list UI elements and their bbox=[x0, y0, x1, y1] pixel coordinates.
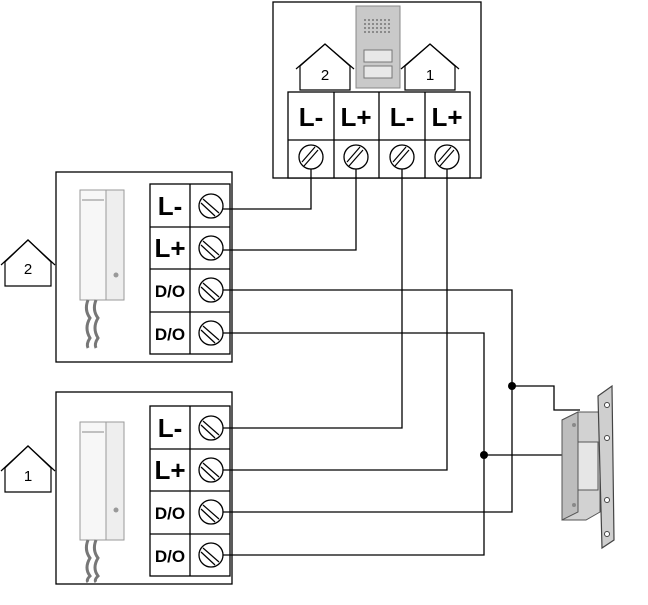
door-station: 2 1 L- L+ L- L+ bbox=[272, 1, 482, 179]
junction-dot bbox=[480, 451, 488, 459]
house-icon bbox=[400, 43, 460, 91]
wire-top-l-minus bbox=[223, 169, 312, 210]
house-number-left: 2 bbox=[321, 67, 329, 84]
screw-icon bbox=[298, 144, 324, 170]
screw-icon bbox=[198, 235, 224, 261]
wire-bottom-l-minus bbox=[223, 169, 403, 429]
handset-icon bbox=[79, 189, 125, 349]
house-number-bottom: 1 bbox=[24, 468, 32, 485]
screw-icon bbox=[198, 457, 224, 483]
handset-terminal-label: D/O bbox=[155, 282, 185, 301]
handset-terminal-label: D/O bbox=[155, 325, 185, 344]
wire-do-bus-b bbox=[223, 332, 485, 556]
screw-icon bbox=[198, 277, 224, 303]
wire-bottom-l-plus bbox=[223, 169, 448, 471]
house-icon bbox=[0, 445, 56, 493]
wire-do-bus-a bbox=[223, 289, 513, 513]
screw-icon bbox=[198, 320, 224, 346]
door-terminal-label: L- bbox=[299, 102, 324, 132]
house-number-top: 2 bbox=[24, 261, 32, 278]
screw-icon bbox=[434, 144, 460, 170]
wiring bbox=[223, 169, 580, 556]
screw-icon bbox=[343, 144, 369, 170]
electric-strike-lock-icon bbox=[561, 384, 615, 550]
door-terminal-label: L- bbox=[390, 102, 415, 132]
house-number-right: 1 bbox=[426, 67, 434, 84]
handset-icon bbox=[79, 421, 125, 584]
handset-terminal-label: D/O bbox=[155, 504, 185, 523]
handset-terminal-label: L- bbox=[158, 191, 183, 221]
door-panel-icon bbox=[355, 5, 401, 89]
door-terminal-label: L+ bbox=[340, 102, 371, 132]
handset-terminal-block: L- L+ D/O D/O bbox=[149, 405, 231, 577]
screw-icon bbox=[198, 415, 224, 441]
screw-icon bbox=[198, 542, 224, 568]
handset-terminal-label: D/O bbox=[155, 547, 185, 566]
wire-lock-a bbox=[512, 385, 580, 411]
screw-icon bbox=[198, 499, 224, 525]
handset-unit-top: L- L+ D/O D/O bbox=[55, 171, 233, 363]
handset-terminal-block: L- L+ D/O D/O bbox=[149, 183, 231, 355]
house-icon bbox=[295, 43, 355, 91]
handset-terminal-label: L+ bbox=[154, 455, 185, 485]
handset-unit-bottom: L- L+ D/O D/O bbox=[55, 391, 233, 585]
handset-terminal-label: L+ bbox=[154, 233, 185, 263]
screw-icon bbox=[389, 144, 415, 170]
house-icon bbox=[0, 239, 56, 287]
door-terminal-block: L- L+ L- L+ bbox=[287, 91, 471, 179]
junction-dot bbox=[508, 382, 516, 390]
wire-top-l-plus bbox=[223, 169, 357, 251]
handset-terminal-label: L- bbox=[158, 413, 183, 443]
door-terminal-label: L+ bbox=[431, 102, 462, 132]
screw-icon bbox=[198, 193, 224, 219]
